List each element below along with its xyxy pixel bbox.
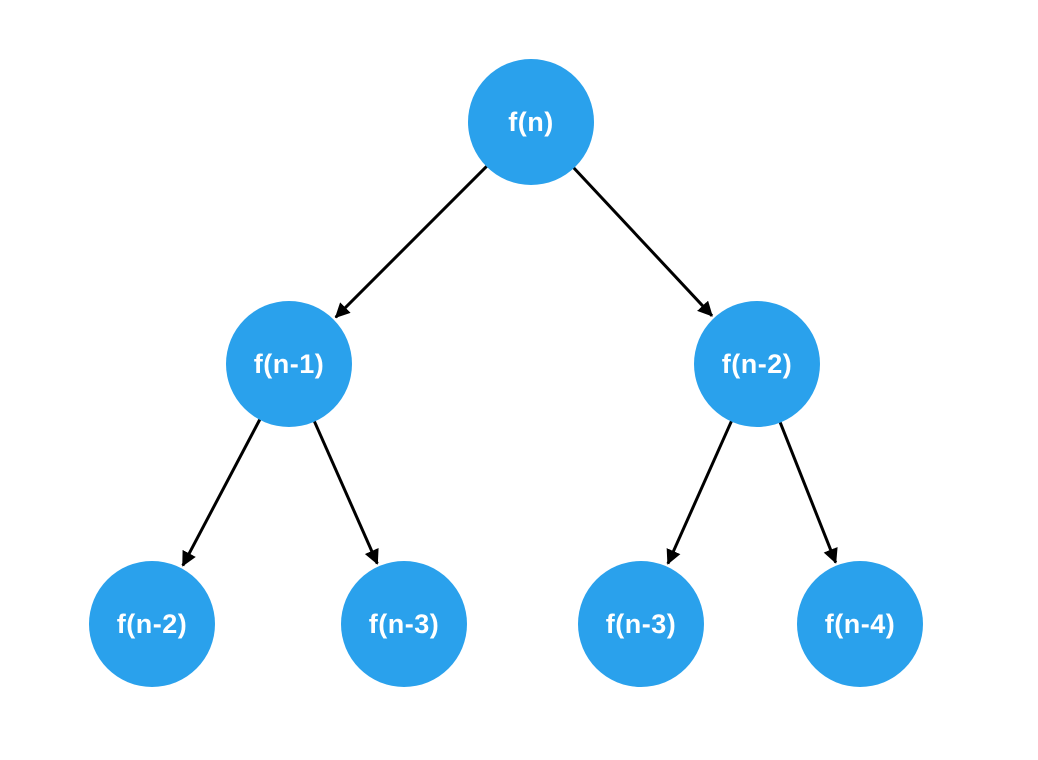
tree-node-n2: f(n-2) [694,301,820,427]
tree-node-l3: f(n-3) [578,561,704,687]
tree-node-l1: f(n-2) [89,561,215,687]
node-label-l2: f(n-3) [368,608,440,639]
node-label-n2: f(n-2) [721,348,793,379]
edge-n1-to-l1 [181,417,262,567]
node-label-l1: f(n-2) [116,608,188,639]
edge-n1-to-l2 [312,419,379,565]
edge-root-to-n1 [334,164,489,319]
node-label-l3: f(n-3) [605,608,677,639]
tree-node-l2: f(n-3) [341,561,467,687]
tree-node-n1: f(n-1) [226,301,352,427]
edge-n2-to-l3 [666,419,734,565]
tree-node-l4: f(n-4) [797,561,923,687]
tree-node-root: f(n) [468,59,594,185]
edge-n2-to-l4 [778,420,838,564]
node-label-n1: f(n-1) [253,348,325,379]
edge-root-to-n2 [571,165,714,317]
node-label-root: f(n) [508,106,554,137]
node-label-l4: f(n-4) [824,608,896,639]
